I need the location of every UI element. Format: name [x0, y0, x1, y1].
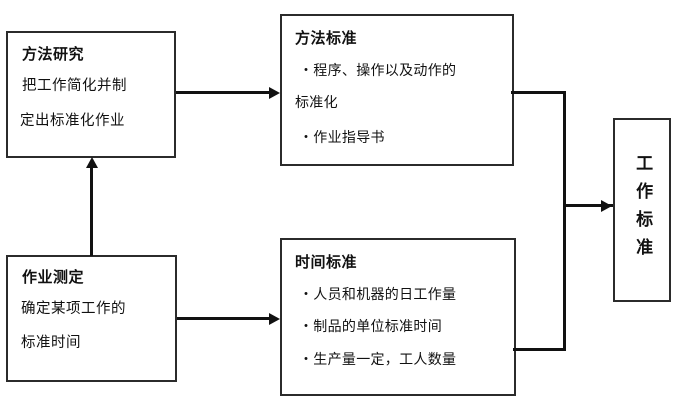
- box-method-research-line-1: 把工作简化并制: [22, 78, 127, 94]
- box-work-standard: 工作标准: [613, 118, 671, 302]
- connector-work-measurement-to-time-standard: [177, 317, 270, 320]
- box-method-standard-title: 方法标准: [295, 29, 358, 47]
- box-method-research: 方法研究 把工作简化并制 定出标准化作业: [6, 31, 176, 158]
- box-work-standard-title: 工作标准: [632, 154, 653, 266]
- box-work-measurement: 作业测定 确定某项工作的 标准时间: [6, 255, 177, 382]
- box-time-standard-title: 时间标准: [295, 253, 358, 271]
- box-work-measurement-line-2: 标准时间: [21, 335, 81, 351]
- box-time-standard-bullet-2: ・制品的单位标准时间: [299, 319, 442, 335]
- box-method-standard-bullet-1: ・程序、操作以及动作的: [299, 63, 457, 79]
- box-method-research-line-2: 定出标准化作业: [20, 113, 125, 129]
- arrow-head-right-icon: [269, 86, 280, 99]
- box-work-measurement-title: 作业测定: [22, 268, 85, 286]
- connector-merge-to-work-standard: [563, 204, 613, 207]
- box-method-standard: 方法标准 ・程序、操作以及动作的 标准化 ・作业指导书: [280, 14, 514, 166]
- box-method-standard-bullet-1-wrap: 标准化: [295, 95, 338, 111]
- connector-method-research-to-method-standard: [176, 91, 270, 94]
- arrow-head-right-icon: [601, 199, 612, 212]
- box-time-standard-bullet-3: ・生产量一定，工人数量: [299, 352, 457, 368]
- box-method-standard-bullet-2: ・作业指导书: [299, 130, 385, 146]
- box-time-standard-bullet-1: ・人员和机器的日工作量: [299, 287, 457, 303]
- box-time-standard: 时间标准 ・人员和机器的日工作量 ・制品的单位标准时间 ・生产量一定，工人数量: [280, 238, 516, 396]
- arrow-head-right-icon: [269, 312, 280, 325]
- box-method-research-title: 方法研究: [22, 45, 85, 63]
- connector-work-measurement-to-method-research: [90, 168, 93, 256]
- connector-method-standard-merge: [511, 91, 566, 94]
- box-work-measurement-line-1: 确定某项工作的: [21, 301, 126, 317]
- connector-time-standard-merge: [513, 348, 566, 351]
- arrow-head-up-icon: [85, 157, 98, 168]
- connector-merge-spine: [563, 91, 566, 351]
